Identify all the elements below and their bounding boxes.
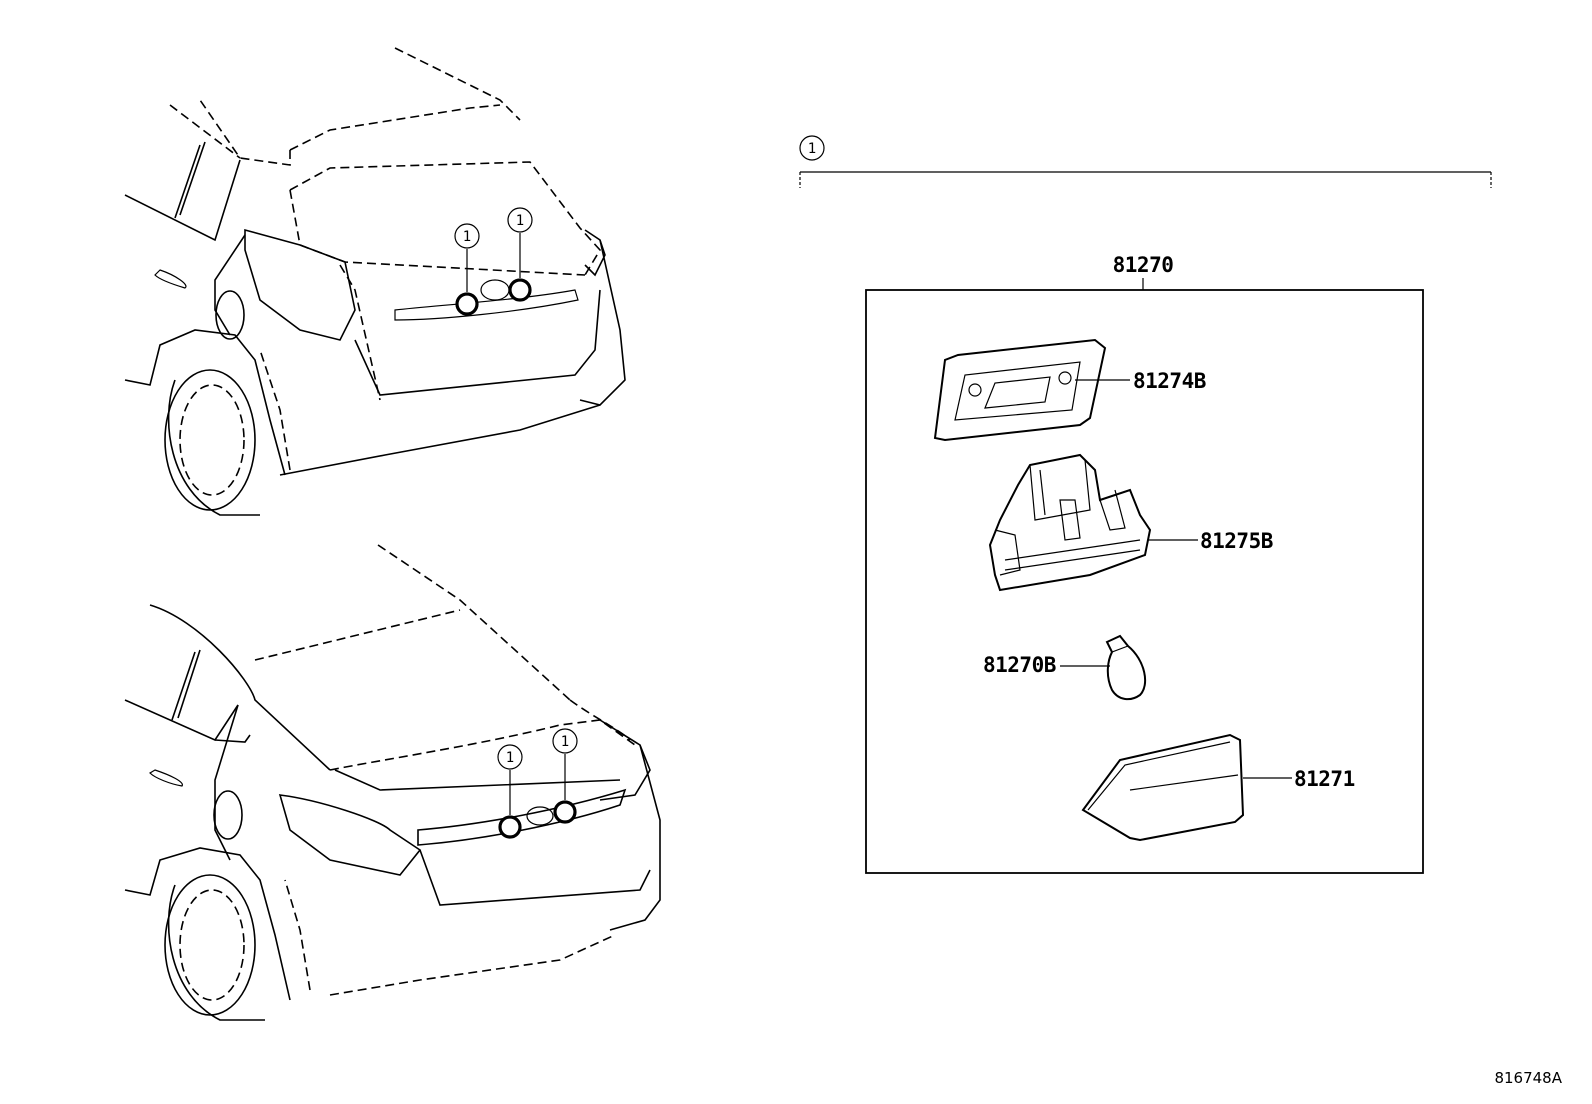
bulb-part: 81270B bbox=[983, 634, 1147, 701]
licence-lamp-location-marker bbox=[553, 800, 577, 824]
gasket-part: 81274B bbox=[933, 338, 1206, 442]
callout-label: 1 bbox=[506, 750, 514, 766]
part-number-label: 81274B bbox=[1133, 369, 1206, 393]
assembly-box: 81270 bbox=[865, 253, 1424, 874]
callout-label: 1 bbox=[808, 141, 816, 157]
licence-lamp-location-marker bbox=[508, 278, 532, 302]
lens-part: 81271 bbox=[1081, 733, 1355, 842]
hatchback-callouts: 1 1 bbox=[454, 207, 533, 316]
sedan-callouts: 1 1 bbox=[497, 728, 578, 839]
callout-bracket: 1 bbox=[799, 135, 1492, 188]
callout-label: 1 bbox=[463, 229, 471, 245]
callout-label: 1 bbox=[516, 213, 524, 229]
part-number-label: 81271 bbox=[1294, 767, 1355, 791]
assembly-part-number: 81270 bbox=[1113, 253, 1174, 277]
part-number-label: 81270B bbox=[983, 653, 1056, 677]
diagram-reference-code: 816748A bbox=[1494, 1069, 1562, 1087]
licence-lamp-location-marker bbox=[455, 292, 479, 316]
lamp-housing-part: 81275B bbox=[988, 453, 1273, 592]
licence-lamp-location-marker bbox=[498, 815, 522, 839]
callout-label: 1 bbox=[561, 734, 569, 750]
sedan-vehicle-drawing bbox=[124, 544, 661, 1021]
part-number-label: 81275B bbox=[1200, 529, 1273, 553]
hatchback-vehicle-drawing bbox=[124, 47, 626, 516]
